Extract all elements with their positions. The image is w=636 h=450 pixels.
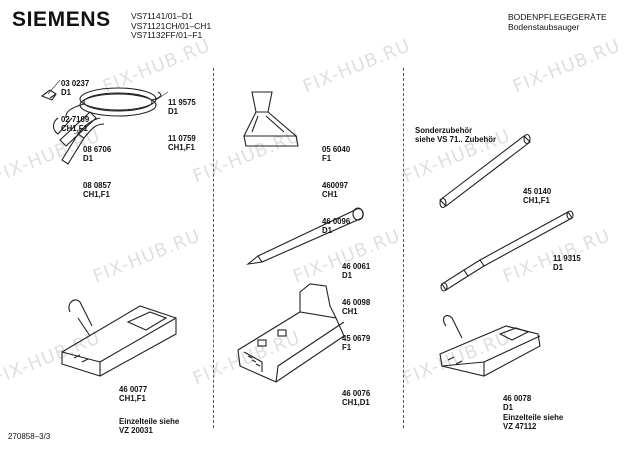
category-subtitle: Bodenstaubsauger bbox=[508, 22, 580, 32]
column-divider bbox=[213, 68, 214, 428]
floor-nozzle-left-drawing bbox=[61, 299, 177, 377]
brand-logo: SIEMENS bbox=[12, 8, 111, 31]
crevice-tool-drawing bbox=[246, 207, 364, 265]
floor-nozzle-middle-drawing bbox=[237, 283, 345, 383]
tube-drawing bbox=[439, 133, 531, 209]
hose-clip-drawing bbox=[40, 89, 57, 101]
model-number: VS71121CH/01–CH1 bbox=[131, 20, 212, 31]
column-divider bbox=[403, 68, 404, 428]
hose-drawing bbox=[65, 87, 162, 119]
accessory-nozzle-drawing bbox=[439, 315, 541, 377]
upholstery-nozzle-drawing bbox=[243, 91, 299, 147]
telescope-tube-drawing bbox=[440, 210, 574, 292]
page-code: 270858–3/3 bbox=[8, 432, 51, 441]
model-list: VS71141/01–D1 VS71121CH/01–CH1 VS71132FF… bbox=[131, 11, 212, 41]
category-block: BODENPFLEGEGERÄTE Bodenstaubsauger bbox=[508, 12, 607, 32]
model-number: VS71141/01–D1 bbox=[131, 11, 193, 21]
model-number: VS71132FF/01–F1 bbox=[131, 30, 203, 41]
category-title: BODENPFLEGEGERÄTE bbox=[508, 12, 607, 22]
